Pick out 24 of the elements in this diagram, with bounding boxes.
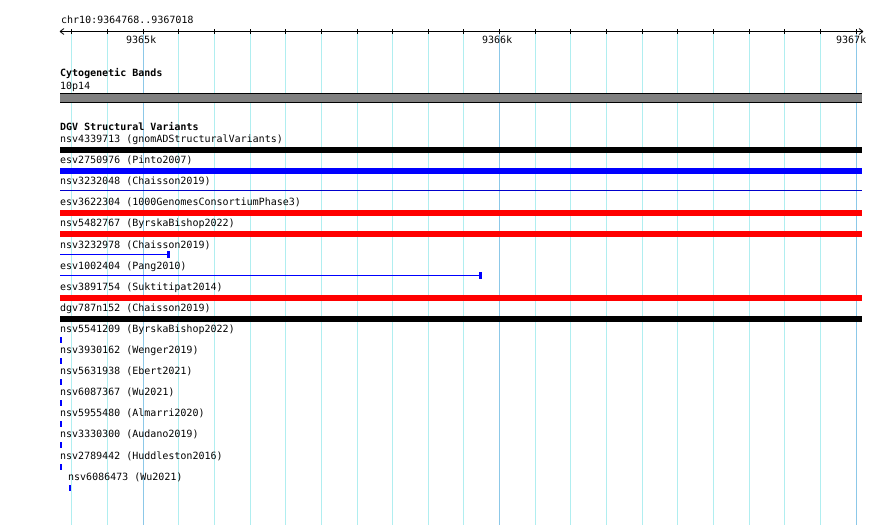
locus-text: chr10:9364768..9367018 xyxy=(61,15,194,26)
variant-label: nsv6086473 (Wu2021) xyxy=(68,472,182,483)
variant-label: nsv4339713 (gnomADStructuralVariants) xyxy=(60,134,283,145)
variant-label: nsv3232978 (Chaisson2019) xyxy=(60,240,211,250)
track-title: Cytogenetic Bands xyxy=(60,68,162,79)
variant-label: nsv5631938 (Ebert2021) xyxy=(60,366,192,378)
variant-label: nsv3930162 (Wenger2019) xyxy=(60,345,198,356)
tick-label: 9367k xyxy=(836,35,866,46)
variant-label: nsv5541209 (ByrskaBishop2022) xyxy=(60,324,235,335)
variant-label: nsv6087367 (Wu2021) xyxy=(60,387,174,398)
band-label: 10p14 xyxy=(60,81,90,92)
variant-label: nsv5955480 (Almarri2020) xyxy=(60,408,204,420)
variant-label: dgv787n152 (Chaisson2019) xyxy=(60,302,211,314)
variant-label: nsv3232048 (Chaisson2019) xyxy=(60,176,211,188)
variant-label: nsv5482767 (ByrskaBishop2022) xyxy=(60,218,235,230)
variant-label: nsv3330300 (Audano2019) xyxy=(60,429,198,440)
variant-label: esv2750976 (Pinto2007) xyxy=(60,155,192,166)
variant-label: esv3891754 (Suktitipat2014) xyxy=(60,282,223,293)
variant-label: esv1002404 (Pang2010) xyxy=(60,260,186,272)
tick-label: 9366k xyxy=(482,35,512,46)
track-title: DGV Structural Variants xyxy=(60,122,198,133)
variant-label: esv3622304 (1000GenomesConsortiumPhase3) xyxy=(60,197,301,208)
variant-label: nsv2789442 (Huddleston2016) xyxy=(60,450,223,462)
tick-label: 9365k xyxy=(126,35,156,46)
